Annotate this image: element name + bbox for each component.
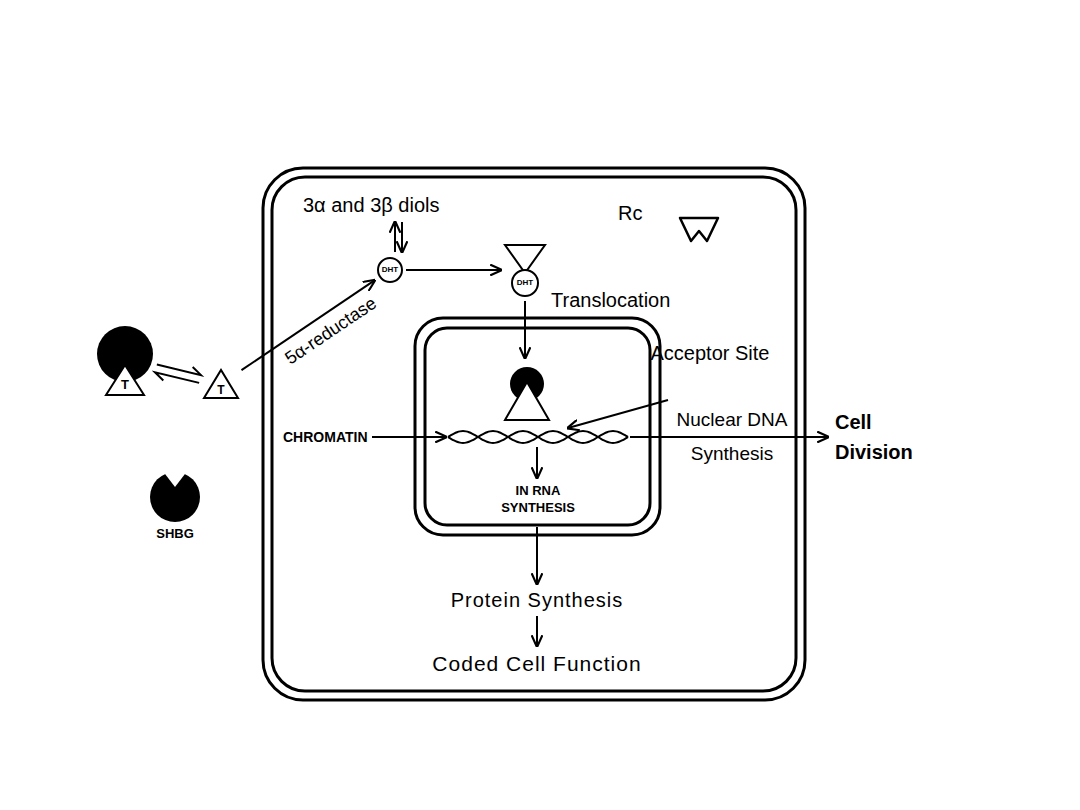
- flow-arrow: [630, 436, 828, 438]
- annotation-label: Acceptor Site: [650, 340, 770, 366]
- annotation-label: CHROMATIN: [283, 429, 368, 446]
- receptor-symbol: [680, 218, 718, 241]
- cell-membrane: [263, 168, 805, 700]
- node-shape: [378, 258, 402, 282]
- nuclear-membrane: [415, 318, 660, 535]
- connector-arrow: [406, 269, 501, 271]
- annotation-label: Rc: [618, 201, 642, 225]
- nuclear-membrane: [415, 318, 660, 535]
- flow-arrow: [536, 447, 538, 478]
- flow-arrow: [372, 222, 828, 646]
- flow-arrow: [524, 301, 526, 358]
- node-shape: [504, 243, 546, 297]
- annotation-label: Coded Cell Function: [382, 651, 692, 676]
- node-text: T: [217, 384, 224, 396]
- chromatin-helix: [448, 431, 628, 443]
- node-shape: [505, 245, 545, 273]
- testosterone-triangle: T: [203, 369, 239, 399]
- receptor-symbol: [680, 218, 718, 241]
- flow-arrow: [401, 222, 403, 252]
- annotation-label: Cell Division: [835, 407, 945, 467]
- flow-arrow: [372, 436, 446, 438]
- dht-circle: DHT: [377, 257, 403, 283]
- annotation-label: IN RNA SYNTHESIS: [479, 482, 597, 516]
- chromatin-helix: [448, 431, 628, 443]
- node-text: T: [121, 378, 129, 391]
- cell-membrane: [272, 177, 796, 691]
- annotation-label: Protein Synthesis: [402, 588, 672, 612]
- node-text: DHT: [382, 266, 398, 274]
- node-text: DHT: [517, 279, 533, 287]
- flow-arrow: [536, 616, 538, 646]
- annotation-label: 3α and 3β diols: [303, 193, 439, 217]
- node-shape: [512, 270, 538, 296]
- node-shape: [106, 365, 144, 395]
- nuclear-membrane: [425, 328, 650, 525]
- flow-arrow: [536, 527, 538, 584]
- leader-line: [568, 400, 668, 428]
- annotation-label: Nuclear DNA Synthesis: [662, 403, 802, 471]
- bound-receptor-symbol: [505, 367, 549, 420]
- shbg-symbol: [162, 470, 188, 487]
- cell-membrane: [263, 168, 805, 700]
- receptor-dht-complex: DHT: [504, 243, 546, 297]
- annotation-label: SHBG: [140, 526, 210, 542]
- connector-arrow: [155, 365, 201, 383]
- flow-arrow: [394, 222, 396, 252]
- bound-receptor-symbol: [505, 382, 549, 420]
- shbg-symbol: [150, 470, 200, 522]
- leader-line: [568, 400, 668, 428]
- node-shape: [204, 370, 238, 398]
- shbg-bound-testosterone: T: [97, 325, 153, 397]
- edge-label: 5α-reductase: [280, 292, 382, 371]
- chromatin-helix: [448, 431, 628, 443]
- annotation-label: Translocation: [551, 288, 670, 312]
